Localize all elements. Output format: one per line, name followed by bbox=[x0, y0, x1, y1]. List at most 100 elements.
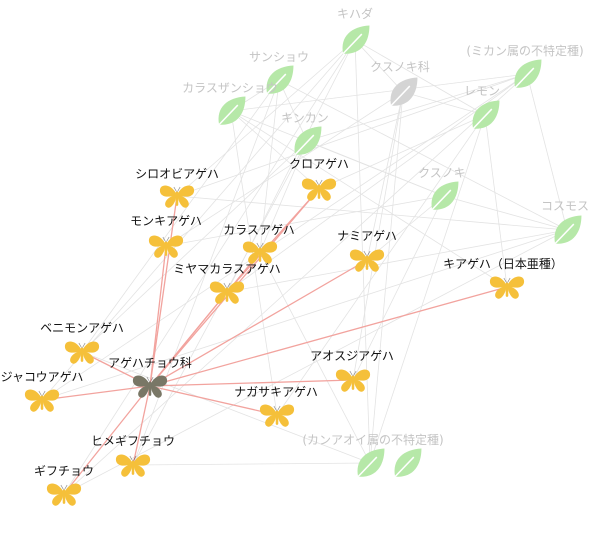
butterfly-icon bbox=[24, 389, 60, 413]
butterfly-node-agehachou-center[interactable]: アゲハチョウ科 bbox=[108, 356, 192, 399]
butterfly-node-aosuji[interactable]: アオスジアゲハ bbox=[310, 349, 394, 393]
node-label: ナミアゲハ bbox=[337, 229, 397, 243]
edge-background bbox=[165, 195, 445, 247]
edge-highlighted bbox=[149, 259, 368, 387]
leaf-icon bbox=[513, 58, 543, 89]
edge-background bbox=[230, 110, 508, 288]
node-label: モンキアゲハ bbox=[130, 214, 202, 228]
butterfly-node-gifu[interactable]: ギフチョウ bbox=[34, 464, 94, 507]
node-label: クスノキ科 bbox=[370, 60, 430, 74]
butterfly-node-monki[interactable]: モンキアゲハ bbox=[130, 214, 202, 259]
edge-highlighted bbox=[63, 385, 151, 495]
leaf-icon bbox=[393, 447, 423, 478]
butterfly-icon bbox=[46, 483, 82, 507]
edge-highlighted bbox=[149, 245, 167, 387]
butterfly-nodes: シロオビアゲハ モンキアゲハ クロアゲハ カラスアゲハ ミヤマカラスアゲハ ナミ… bbox=[1, 157, 563, 507]
edge-background bbox=[259, 251, 371, 464]
plant-node-kinkan[interactable]: キンカン bbox=[281, 111, 329, 156]
edge-highlighted bbox=[149, 379, 354, 387]
edge-highlighted bbox=[132, 385, 151, 466]
edge-background bbox=[354, 39, 404, 93]
edge-background bbox=[41, 73, 528, 401]
node-label: キアゲハ（日本亜種） bbox=[443, 257, 563, 271]
node-label: ミヤマカラスアゲハ bbox=[173, 262, 281, 276]
butterfly-icon bbox=[489, 276, 525, 300]
edge-background bbox=[366, 91, 404, 261]
plant-node-mikan[interactable]: (ミカン属の不特定種) bbox=[466, 43, 584, 89]
plant-node-kusunoki[interactable]: クスノキ bbox=[418, 166, 466, 211]
butterfly-node-nami[interactable]: ナミアゲハ bbox=[337, 229, 397, 273]
edge-background bbox=[352, 195, 445, 381]
leaf-icon bbox=[356, 447, 386, 478]
node-label: カラスザンショウ bbox=[182, 81, 278, 95]
edge-background bbox=[402, 91, 486, 116]
node-label: カラスアゲハ bbox=[223, 223, 295, 237]
node-label: クロアゲハ bbox=[289, 157, 349, 171]
background-edges bbox=[41, 39, 568, 495]
butterfly-node-nagasaki[interactable]: ナガサキアゲハ bbox=[234, 385, 318, 428]
edge-background bbox=[369, 114, 486, 464]
edge-background bbox=[176, 73, 528, 197]
butterfly-icon bbox=[64, 341, 100, 365]
edge-background bbox=[63, 229, 568, 495]
leaf-icon bbox=[389, 76, 419, 107]
plant-node-kanaoi[interactable]: (カンアオイ属の不特定種) bbox=[302, 432, 444, 478]
edge-background bbox=[369, 91, 404, 464]
edge-background bbox=[176, 39, 356, 197]
edge-highlighted bbox=[149, 195, 178, 387]
plant-node-lemon[interactable]: レモン bbox=[464, 84, 501, 130]
edge-background bbox=[81, 140, 308, 353]
edge-background bbox=[318, 114, 486, 190]
butterfly-node-miyamakarasu[interactable]: ミヤマカラスアゲハ bbox=[173, 262, 281, 305]
plant-node-kusunokika[interactable]: クスノキ科 bbox=[370, 60, 430, 107]
edge-background bbox=[132, 462, 371, 466]
butterfly-node-kiageha[interactable]: キアゲハ（日本亜種） bbox=[443, 257, 563, 300]
node-label: キンカン bbox=[281, 111, 329, 125]
node-label: クスノキ bbox=[418, 166, 466, 180]
plant-node-cosmos[interactable]: コスモス bbox=[541, 199, 589, 245]
leaf-icon bbox=[471, 99, 501, 130]
edge-background bbox=[230, 73, 528, 112]
leaf-icon bbox=[553, 214, 583, 245]
butterfly-node-karasu[interactable]: カラスアゲハ bbox=[223, 223, 295, 265]
butterfly-icon bbox=[132, 375, 168, 399]
leaf-icon bbox=[341, 24, 371, 55]
butterfly-node-jakou[interactable]: ジャコウアゲハ bbox=[1, 370, 84, 413]
edge-background bbox=[354, 39, 486, 116]
node-label: アゲハチョウ科 bbox=[108, 356, 192, 370]
plant-node-karasuzanshou[interactable]: カラスザンショウ bbox=[182, 81, 278, 126]
node-label: ジャコウアゲハ bbox=[1, 370, 84, 384]
edge-background bbox=[278, 79, 308, 142]
node-label: (ミカン属の不特定種) bbox=[466, 43, 583, 58]
plant-node-kihada[interactable]: キハダ bbox=[337, 6, 373, 55]
butterfly-node-shiroobi[interactable]: シロオビアゲハ bbox=[135, 167, 219, 209]
edge-background bbox=[259, 140, 308, 253]
edge-background bbox=[41, 39, 356, 401]
node-label: コスモス bbox=[541, 199, 589, 213]
node-label: ヒメギフチョウ bbox=[91, 434, 175, 448]
node-label: ナガサキアゲハ bbox=[234, 385, 318, 399]
edge-background bbox=[230, 110, 320, 190]
edge-highlighted bbox=[41, 385, 151, 401]
plant-nodes: キハダ サンショウ カラスザンショウ クスノキ科 (ミカン属の不特定種) キンカ… bbox=[182, 6, 589, 478]
edge-highlighted bbox=[149, 291, 228, 387]
leaf-icon bbox=[293, 125, 323, 156]
butterfly-node-himegifu[interactable]: ヒメギフチョウ bbox=[91, 434, 175, 478]
plant-node-sanshou[interactable]: サンショウ bbox=[249, 50, 309, 95]
butterfly-node-kuro[interactable]: クロアゲハ bbox=[289, 157, 349, 202]
edge-background bbox=[443, 195, 568, 231]
edge-background bbox=[306, 140, 445, 197]
edge-background bbox=[41, 229, 568, 401]
node-label: キハダ bbox=[337, 6, 373, 21]
edge-background bbox=[484, 114, 508, 288]
node-label: ギフチョウ bbox=[34, 464, 94, 478]
edge-background bbox=[354, 39, 371, 464]
node-label: (カンアオイ属の不特定種) bbox=[302, 432, 443, 447]
edge-background bbox=[276, 114, 486, 416]
butterfly-icon bbox=[242, 241, 278, 265]
node-label: ベニモンアゲハ bbox=[40, 321, 124, 335]
edge-background bbox=[226, 229, 568, 293]
butterfly-node-benimon[interactable]: ベニモンアゲハ bbox=[40, 321, 124, 365]
edge-background bbox=[278, 79, 568, 231]
